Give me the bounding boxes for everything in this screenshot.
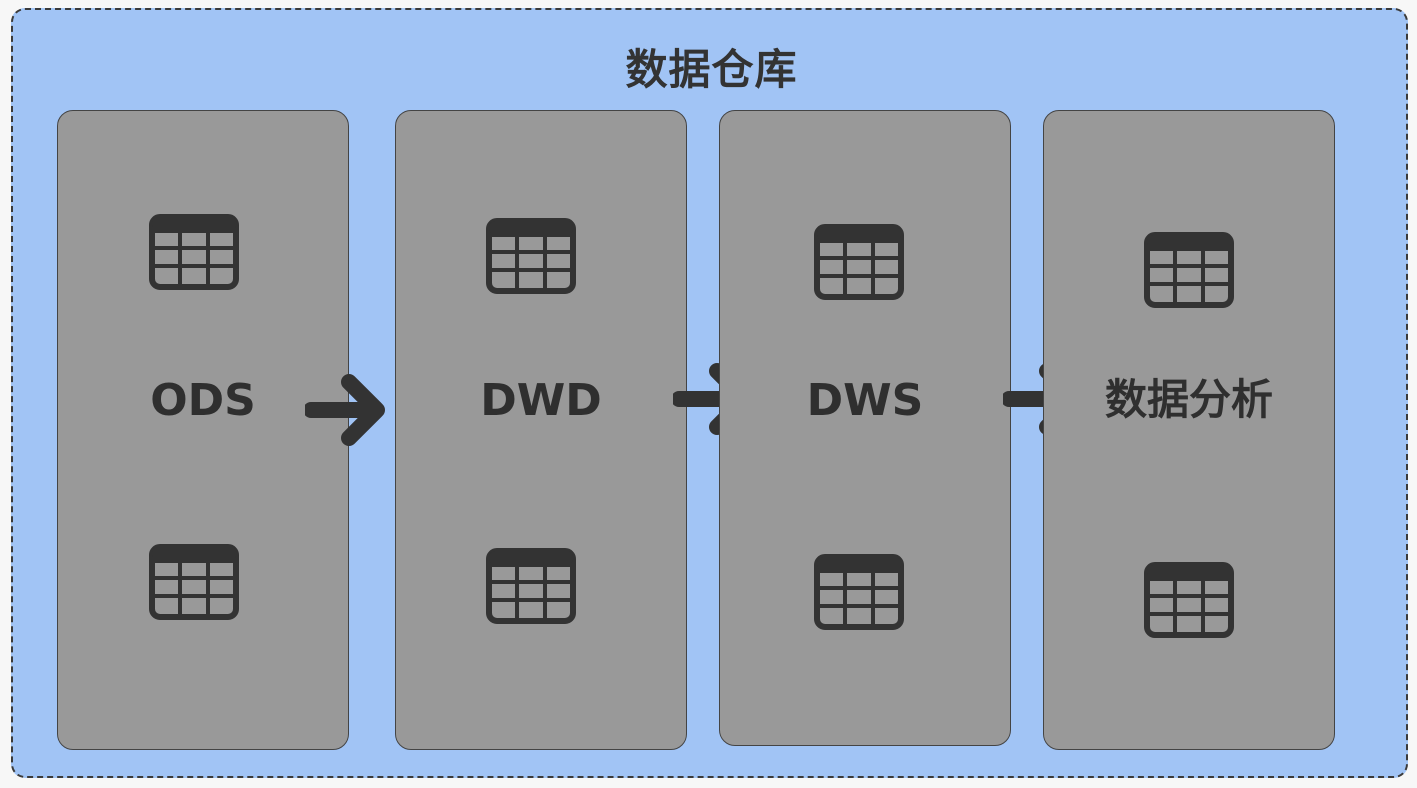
stage-panel-dwd: DWD — [395, 110, 687, 750]
stage-label: ODS — [150, 375, 256, 426]
table-icon — [814, 224, 904, 300]
stage-panel-dws: DWS — [719, 110, 1011, 746]
data-warehouse-container: 数据仓库 ODS — [11, 8, 1408, 778]
table-icon — [486, 218, 576, 294]
table-icon — [149, 544, 239, 620]
table-icon — [1144, 562, 1234, 638]
stage-label: DWD — [480, 375, 602, 426]
table-icon — [814, 554, 904, 630]
diagram-title: 数据仓库 — [625, 45, 798, 94]
stage-label: 数据分析 — [1104, 375, 1273, 424]
table-icon — [1144, 232, 1234, 308]
arrow-right-icon — [305, 374, 385, 446]
table-icon — [486, 548, 576, 624]
table-icon — [149, 214, 239, 290]
stage-panel-data-analysis: 数据分析 — [1043, 110, 1335, 750]
stage-panel-ods: ODS — [57, 110, 349, 750]
stage-label: DWS — [806, 375, 924, 426]
